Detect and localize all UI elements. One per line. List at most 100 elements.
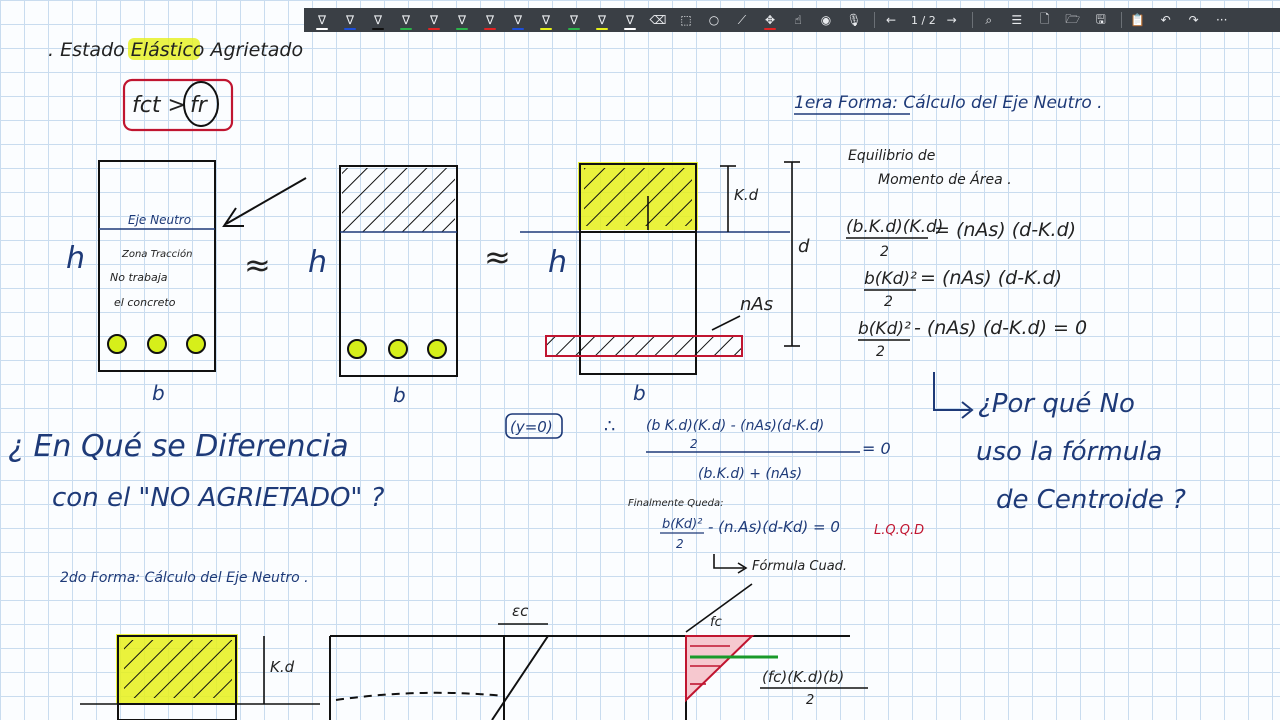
- highlighter-2-glyph: ∇: [569, 13, 579, 27]
- beam-1-h: h: [66, 241, 85, 276]
- microphone-glyph: 🎙: [846, 13, 862, 27]
- pen-tool-4-glyph: ∇: [401, 13, 411, 27]
- pen-tool-8-icon[interactable]: ∇: [506, 9, 530, 31]
- save-glyph: 🖫: [1095, 11, 1106, 26]
- pen-tool-8-color-bar: [512, 28, 524, 30]
- final-rhs: - (n.As)(d-Kd) = 0: [708, 518, 840, 536]
- pan-glyph: ✥: [764, 13, 776, 27]
- lasso-select-icon[interactable]: ⬚: [674, 9, 698, 31]
- equilibrium-line-2: Momento de Área .: [878, 171, 1012, 188]
- eq1-numerator: (b.K.d)(K.d): [846, 217, 943, 237]
- next-page-icon[interactable]: →: [940, 9, 964, 31]
- shape-glyph: ○: [708, 13, 720, 27]
- fr-circle: [183, 81, 219, 127]
- ruler-icon[interactable]: ⟋: [730, 9, 754, 31]
- highlighter-1-icon[interactable]: ∇: [534, 9, 558, 31]
- highlighter-4-color-bar: [624, 28, 636, 30]
- transformed-steel: [545, 335, 743, 357]
- pen-tool-7-icon[interactable]: ∇: [478, 9, 502, 31]
- pen-tool-7-color-bar: [484, 28, 496, 30]
- lqqd-label: L.Q.Q.D: [874, 523, 924, 538]
- pointer-arrow: [225, 177, 307, 225]
- palette-icon[interactable]: ◉: [814, 9, 838, 31]
- eq1-denominator: 2: [880, 244, 889, 260]
- highlighter-3-icon[interactable]: ∇: [590, 9, 614, 31]
- zoom-icon[interactable]: ⌕: [977, 9, 1001, 31]
- new-document-glyph: 🗋: [1039, 11, 1050, 26]
- pen-tool-4-icon[interactable]: ∇: [394, 9, 418, 31]
- eraser-glyph: ⌫: [649, 13, 667, 27]
- therefore-symbol: ∴: [604, 416, 615, 437]
- save-icon[interactable]: 🖫: [1089, 9, 1113, 31]
- eq3-numerator: b(Kd)²: [858, 319, 911, 339]
- highlighter-4-icon[interactable]: ∇: [618, 9, 642, 31]
- difference-question-2: con el "NO AGRIETADO" ?: [52, 483, 385, 513]
- pointer-arrowhead: [222, 207, 244, 227]
- quad-formula-arrow: [713, 554, 744, 569]
- toolbar-separator: [874, 12, 875, 28]
- eq3-rhs: - (nAs) (d-K.d) = 0: [914, 317, 1087, 339]
- rebar-2b: [388, 339, 408, 359]
- centroid-question-arrow: [933, 372, 970, 411]
- method2-title: 2do Forma: Cálculo del Eje Neutro .: [60, 570, 309, 586]
- pen-tool-6-icon[interactable]: ∇: [450, 9, 474, 31]
- undo-glyph: ↶: [1160, 13, 1171, 27]
- new-document-icon[interactable]: 🗋: [1033, 9, 1057, 31]
- open-folder-icon[interactable]: 🗁: [1061, 9, 1085, 31]
- beam-2-compression: [342, 168, 455, 232]
- previous-page-glyph: ←: [885, 13, 897, 27]
- toolbar-separator: [971, 12, 973, 28]
- y0-box: [505, 413, 563, 439]
- beam-2-b: b: [393, 383, 406, 407]
- pan-icon[interactable]: ✥: [758, 9, 782, 31]
- section-title: . Estado Elástico Agrietado: [48, 39, 303, 61]
- pen-tool-7-glyph: ∇: [485, 13, 495, 27]
- fraction-numerator: (b K.d)(K.d) - (nAs)(d-K.d): [646, 418, 824, 434]
- eraser-icon[interactable]: ⌫: [646, 9, 670, 31]
- fraction-rhs: = 0: [862, 439, 891, 458]
- pen-tool-5-color-bar: [428, 28, 440, 30]
- more-options-icon[interactable]: ···: [1210, 9, 1234, 31]
- pen-tool-1-icon[interactable]: ∇: [310, 9, 334, 31]
- y0-label: (y=0): [510, 418, 553, 436]
- more-options-glyph: ···: [1215, 13, 1228, 27]
- pen-tool-6-color-bar: [456, 28, 468, 30]
- pen-tool-3-icon[interactable]: ∇: [366, 9, 390, 31]
- nas-arrow: [711, 315, 741, 331]
- microphone-icon[interactable]: 🎙: [842, 9, 866, 31]
- final-denominator: 2: [676, 537, 684, 551]
- beam-1-b: b: [152, 381, 165, 405]
- beam-3-h: h: [548, 245, 567, 280]
- pen-tool-2-icon[interactable]: ∇: [338, 9, 362, 31]
- pen-tool-2-color-bar: [344, 28, 356, 30]
- condition-fct: fct >: [132, 93, 186, 118]
- shape-icon[interactable]: ○: [702, 9, 726, 31]
- clipboard-icon[interactable]: 📋: [1126, 9, 1150, 31]
- approx-1: ≈: [244, 246, 271, 284]
- fc-label: fc: [710, 615, 722, 630]
- pen-tool-5-glyph: ∇: [429, 13, 439, 27]
- rebar-1b: [147, 334, 167, 354]
- pen-tool-5-icon[interactable]: ∇: [422, 9, 446, 31]
- highlighter-4-glyph: ∇: [625, 13, 635, 27]
- touch-draw-glyph: ☝: [794, 13, 802, 27]
- rebar-2c: [427, 339, 447, 359]
- redo-glyph: ↷: [1188, 13, 1199, 27]
- centroid-question-1: ¿Por qué No: [978, 389, 1135, 419]
- clipboard-glyph: 📋: [1130, 13, 1146, 27]
- zone-line-1: Zona Tracción: [121, 248, 192, 260]
- highlighter-1-glyph: ∇: [541, 13, 551, 27]
- finally-label: Finalmente Queda:: [628, 498, 723, 509]
- rebar-1c: [186, 334, 206, 354]
- method1-title: 1era Forma: Cálculo del Eje Neutro .: [794, 93, 1103, 113]
- force-numerator: (fc)(K.d)(b): [762, 668, 844, 686]
- previous-page-icon[interactable]: ←: [879, 9, 903, 31]
- settings-icon[interactable]: ☰: [1005, 9, 1029, 31]
- redo-icon[interactable]: ↷: [1182, 9, 1206, 31]
- undo-icon[interactable]: ↶: [1154, 9, 1178, 31]
- touch-draw-icon[interactable]: ☝: [786, 9, 810, 31]
- highlighter-2-icon[interactable]: ∇: [562, 9, 586, 31]
- strain-dashed: [335, 691, 505, 701]
